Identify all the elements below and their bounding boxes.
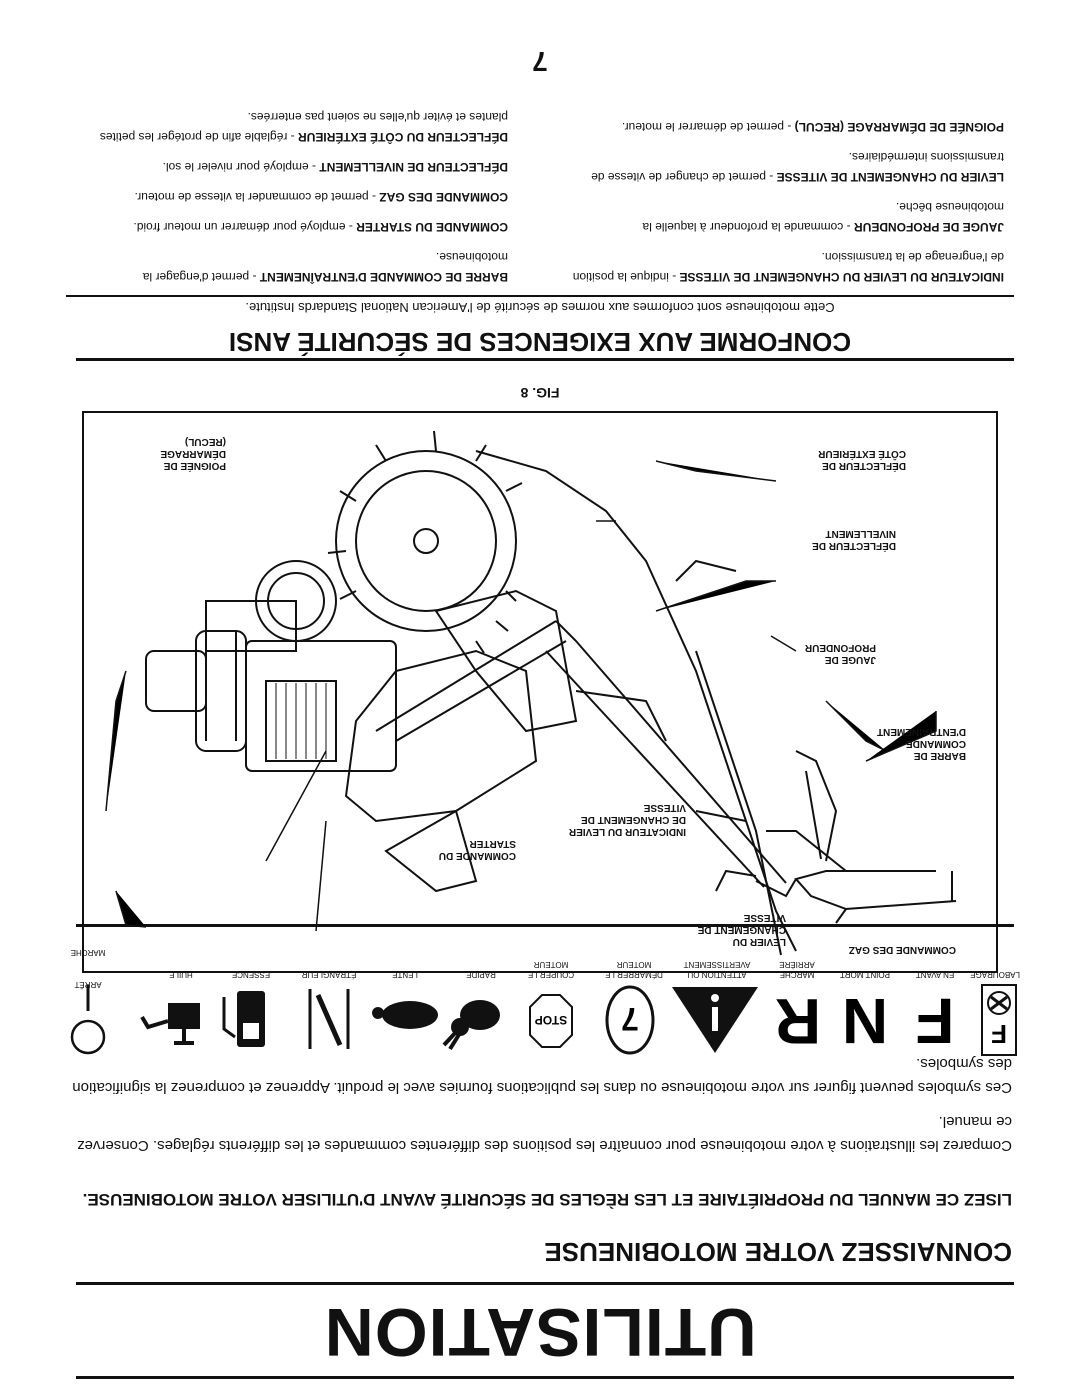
page-title: UTILISATION xyxy=(323,1294,757,1370)
fuel-icon xyxy=(222,991,265,1047)
ansi-text: Cette motobineuse sont conformes aux nor… xyxy=(245,300,835,315)
def-depth-gauge: JAUGE DE PROFONDEUR - commande la profon… xyxy=(642,200,1005,234)
warning-icon xyxy=(672,987,758,1053)
intro-paragraph-1: Comparez les illustrations à votre motob… xyxy=(77,1113,1012,1154)
svg-text:F: F xyxy=(991,1019,1007,1049)
callout-deflector-outer: DÉFLECTEUR DE CÔTÉ EXTÉRIEUR xyxy=(818,448,906,471)
column-right: BARRE DE COMMANDE D'ENTRAÎNEMENT - perme… xyxy=(76,97,508,287)
callout-shift-indicator: INDICATEUR DU LEVIER DE CHANGEMENT DE VI… xyxy=(568,802,686,837)
callout-choke: COMMANDE DU STARTER xyxy=(438,838,516,861)
callout-drive-bar: BARRE DE COMMANDE D'ENTRAÎNEMENT xyxy=(876,726,966,761)
rabbit-icon xyxy=(442,1000,500,1051)
def-deflector-outer: DÉFLECTEUR DU CÔTÉ EXTÉRIEUR - réglable … xyxy=(99,110,508,144)
figure-caption: FIG. 8 xyxy=(520,385,560,401)
def-shift-lever: LEVIER DU CHANGEMENT DE VITESSE - permet… xyxy=(591,150,1004,184)
page-number: 7 xyxy=(532,46,548,77)
symbols-row: F F N R 7 STOP xyxy=(60,937,1020,1057)
choke-icon xyxy=(308,989,350,1049)
top-rule xyxy=(76,1376,1014,1379)
def-deflector-level: DÉFLECTEUR DE NIVELLEMENT - employé pour… xyxy=(162,160,508,174)
callout-depth-gauge: JAUGE DE PROFONDEUR xyxy=(804,642,876,665)
def-recoil: POIGNÉE DE DÉMARRAGE (RECUL) - permet de… xyxy=(621,120,1004,134)
turtle-icon xyxy=(372,1001,438,1029)
ansi-heading: CONFORME AUX EXIGENCES DE SÉCURITÉ ANSI xyxy=(228,327,852,357)
ansi-rule xyxy=(76,358,1014,361)
oil-icon xyxy=(140,1003,200,1045)
def-drive-bar: BARRE DE COMMANDE D'ENTRAÎNEMENT - perme… xyxy=(142,250,508,284)
forward-icon: F xyxy=(915,985,954,1057)
symbol-icons: F F N R 7 STOP xyxy=(70,984,1017,1057)
read-manual-heading: LISEZ CE MANUEL DU PROPRIÉTAIRE ET LES R… xyxy=(82,1190,1012,1209)
tilling-icon: F xyxy=(981,984,1017,1056)
callout-deflector-level: DÉFLECTEUR DE NIVELLEMENT xyxy=(812,528,896,551)
def-choke: COMMANDE DU STARTER - employé pour démar… xyxy=(133,220,508,234)
svg-text:STOP: STOP xyxy=(535,1013,567,1027)
callout-shift-lever: LEVIER DU CHANGEMENT DE VITESSE xyxy=(697,912,786,947)
stop-engine-icon: STOP xyxy=(529,994,573,1048)
def-shift-indicator: INDICATEUR DU LEVIER DU CHANGEMENT DE VI… xyxy=(572,250,1004,284)
svg-text:7: 7 xyxy=(621,1001,639,1037)
columns-rule xyxy=(66,295,1014,297)
title-rule xyxy=(76,1282,1014,1285)
symbol-label-off: ARRÊT xyxy=(74,980,102,989)
tiller-illustration xyxy=(105,430,957,956)
reverse-icon: R xyxy=(775,985,821,1057)
callout-throttle: COMMANDE DES GAZ xyxy=(848,944,956,955)
start-engine-icon: 7 xyxy=(605,985,655,1055)
off-icon xyxy=(70,1019,106,1055)
neutral-icon: N xyxy=(842,985,888,1057)
def-throttle: COMMANDE DES GAZ - permet de commander l… xyxy=(134,190,508,204)
column-left: INDICATEUR DU LEVIER DU CHANGEMENT DE VI… xyxy=(572,107,1004,287)
section-title: CONNAISSEZ VOTRE MOTOBINEUSE xyxy=(544,1237,1012,1267)
figure-8-box: COMMANDE DES GAZ LEVIER DU CHANGEMENT DE… xyxy=(82,411,998,973)
callout-recoil: POIGNÉE DE DÉMARRAGE (RECUL) xyxy=(160,436,226,471)
intro-paragraph-2: Ces symboles peuvent figurer sur votre m… xyxy=(72,1055,1012,1096)
